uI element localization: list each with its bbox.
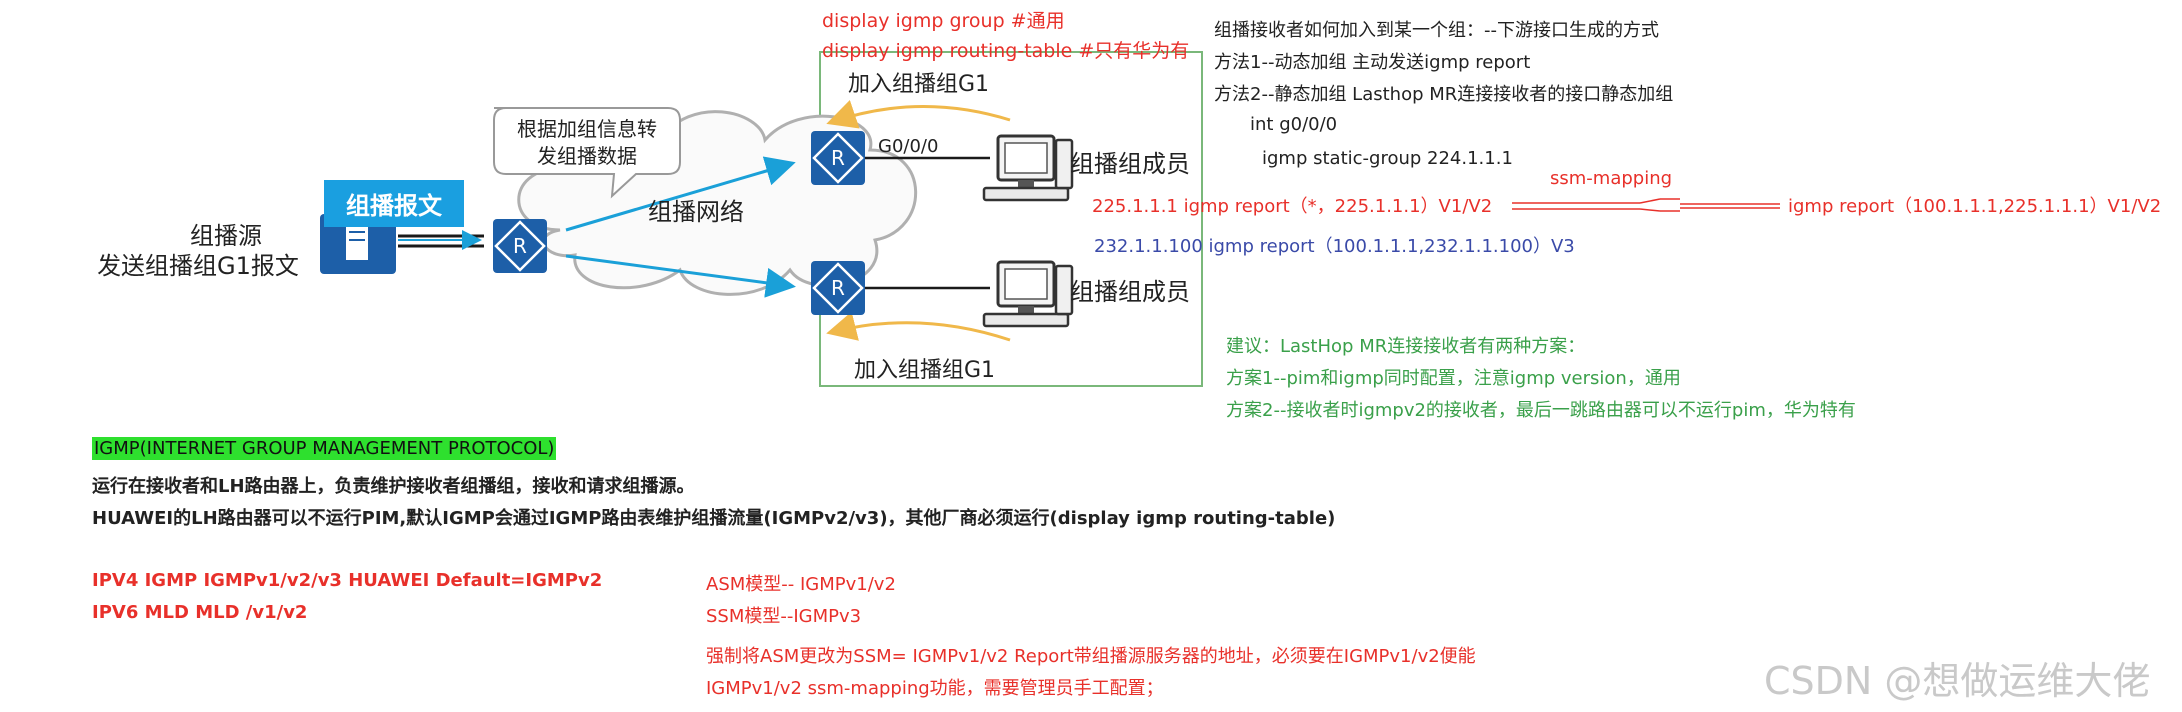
flow-arrow-bottom: [565, 254, 796, 298]
join-methods-title: 组播接收者如何加入到某一个组：--下游接口生成的方式: [1214, 20, 1659, 41]
join-method-2: 方法2--静态加组 Lasthop MR连接接收者的接口静态加组: [1214, 84, 1674, 105]
cmd-display-routing-table: display igmp routing-table #只有华为有: [822, 40, 1190, 62]
join-arrow-top: [826, 100, 1011, 129]
force-ssm-line-2: IGMPv1/v2 ssm-mapping功能，需要管理员手工配置；: [706, 678, 1164, 699]
callout-line-1: 根据加组信息转: [517, 117, 657, 141]
flow-arrow-top: [565, 156, 796, 232]
report-mapped: igmp report（100.1.1.1,225.1.1.1）V1/V2: [1788, 196, 2162, 217]
pc-icon: [982, 134, 1074, 202]
join-label-top: 加入组播组G1: [848, 72, 990, 97]
server-icon: [320, 214, 396, 274]
callout-line-2: 发组播数据: [537, 144, 637, 168]
callout-bubble: [493, 107, 681, 199]
advice-line-2: 方案1--pim和igmp同时配置，注意igmp version，通用: [1226, 368, 1681, 389]
member-label-top: 组播组成员: [1070, 150, 1190, 178]
config-interface: int g0/0/0: [1250, 114, 1338, 135]
ssm-model: SSM模型--IGMPv3: [706, 606, 862, 627]
source-label-line-2: 发送组播组G1报文: [97, 252, 299, 280]
force-ssm-line-1: 强制将ASM更改为SSM= IGMPv1/v2 Report带组播源服务器的地址…: [706, 646, 1476, 667]
cmd-display-group: display igmp group #通用: [822, 10, 1065, 32]
igmp-description-1: 运行在接收者和LH路由器上，负责维护接收者组播组，接收和请求组播源。: [92, 476, 695, 497]
watermark: CSDN @想做运维大佬: [1764, 659, 2151, 703]
member-label-bottom: 组播组成员: [1070, 278, 1190, 306]
network-label: 组播网络: [648, 198, 744, 226]
igmp-heading-text: IGMP(INTERNET GROUP MANAGEMENT PROTOCOL): [92, 437, 557, 460]
report-v3: 232.1.1.100 igmp report（100.1.1.1,232.1.…: [1094, 236, 1575, 257]
config-static-group: igmp static-group 224.1.1.1: [1262, 148, 1513, 169]
igmp-heading: IGMP(INTERNET GROUP MANAGEMENT PROTOCOL): [92, 437, 557, 460]
report-asm: 225.1.1.1 igmp report（*，225.1.1.1）V1/V2: [1092, 196, 1493, 217]
ipv6-mld-versions: IPV6 MLD MLD /v1/v2: [92, 602, 308, 623]
asm-model: ASM模型-- IGMPv1/v2: [706, 574, 896, 595]
router-icon: [809, 129, 867, 187]
igmp-description-2: HUAWEI的LH路由器可以不运行PIM,默认IGMP会通过IGMP路由表维护组…: [92, 508, 1336, 529]
router-icon: [491, 217, 549, 275]
source-label-line-1: 组播源: [190, 222, 262, 250]
join-arrow-bottom: [826, 311, 1011, 342]
join-label-bottom: 加入组播组G1: [854, 358, 996, 383]
ipv4-igmp-versions: IPV4 IGMP IGMPv1/v2/v3 HUAWEI Default=IG…: [92, 570, 603, 591]
advice-line-1: 建议：LastHop MR连接接收者有两种方案：: [1226, 336, 1586, 357]
ssm-mapping-label: ssm-mapping: [1550, 168, 1673, 189]
ssm-mapping-connector: [1512, 198, 1780, 212]
pc-icon: [982, 260, 1074, 328]
join-method-1: 方法1--动态加组 主动发送igmp report: [1214, 52, 1531, 73]
router-icon: [809, 259, 867, 317]
advice-line-3: 方案2--接收者时igmpv2的接收者，最后一跳路由器可以不运行pim，华为特有: [1226, 400, 1856, 421]
interface-label: G0/0/0: [878, 136, 939, 157]
message-label: 组播报文: [324, 180, 464, 227]
